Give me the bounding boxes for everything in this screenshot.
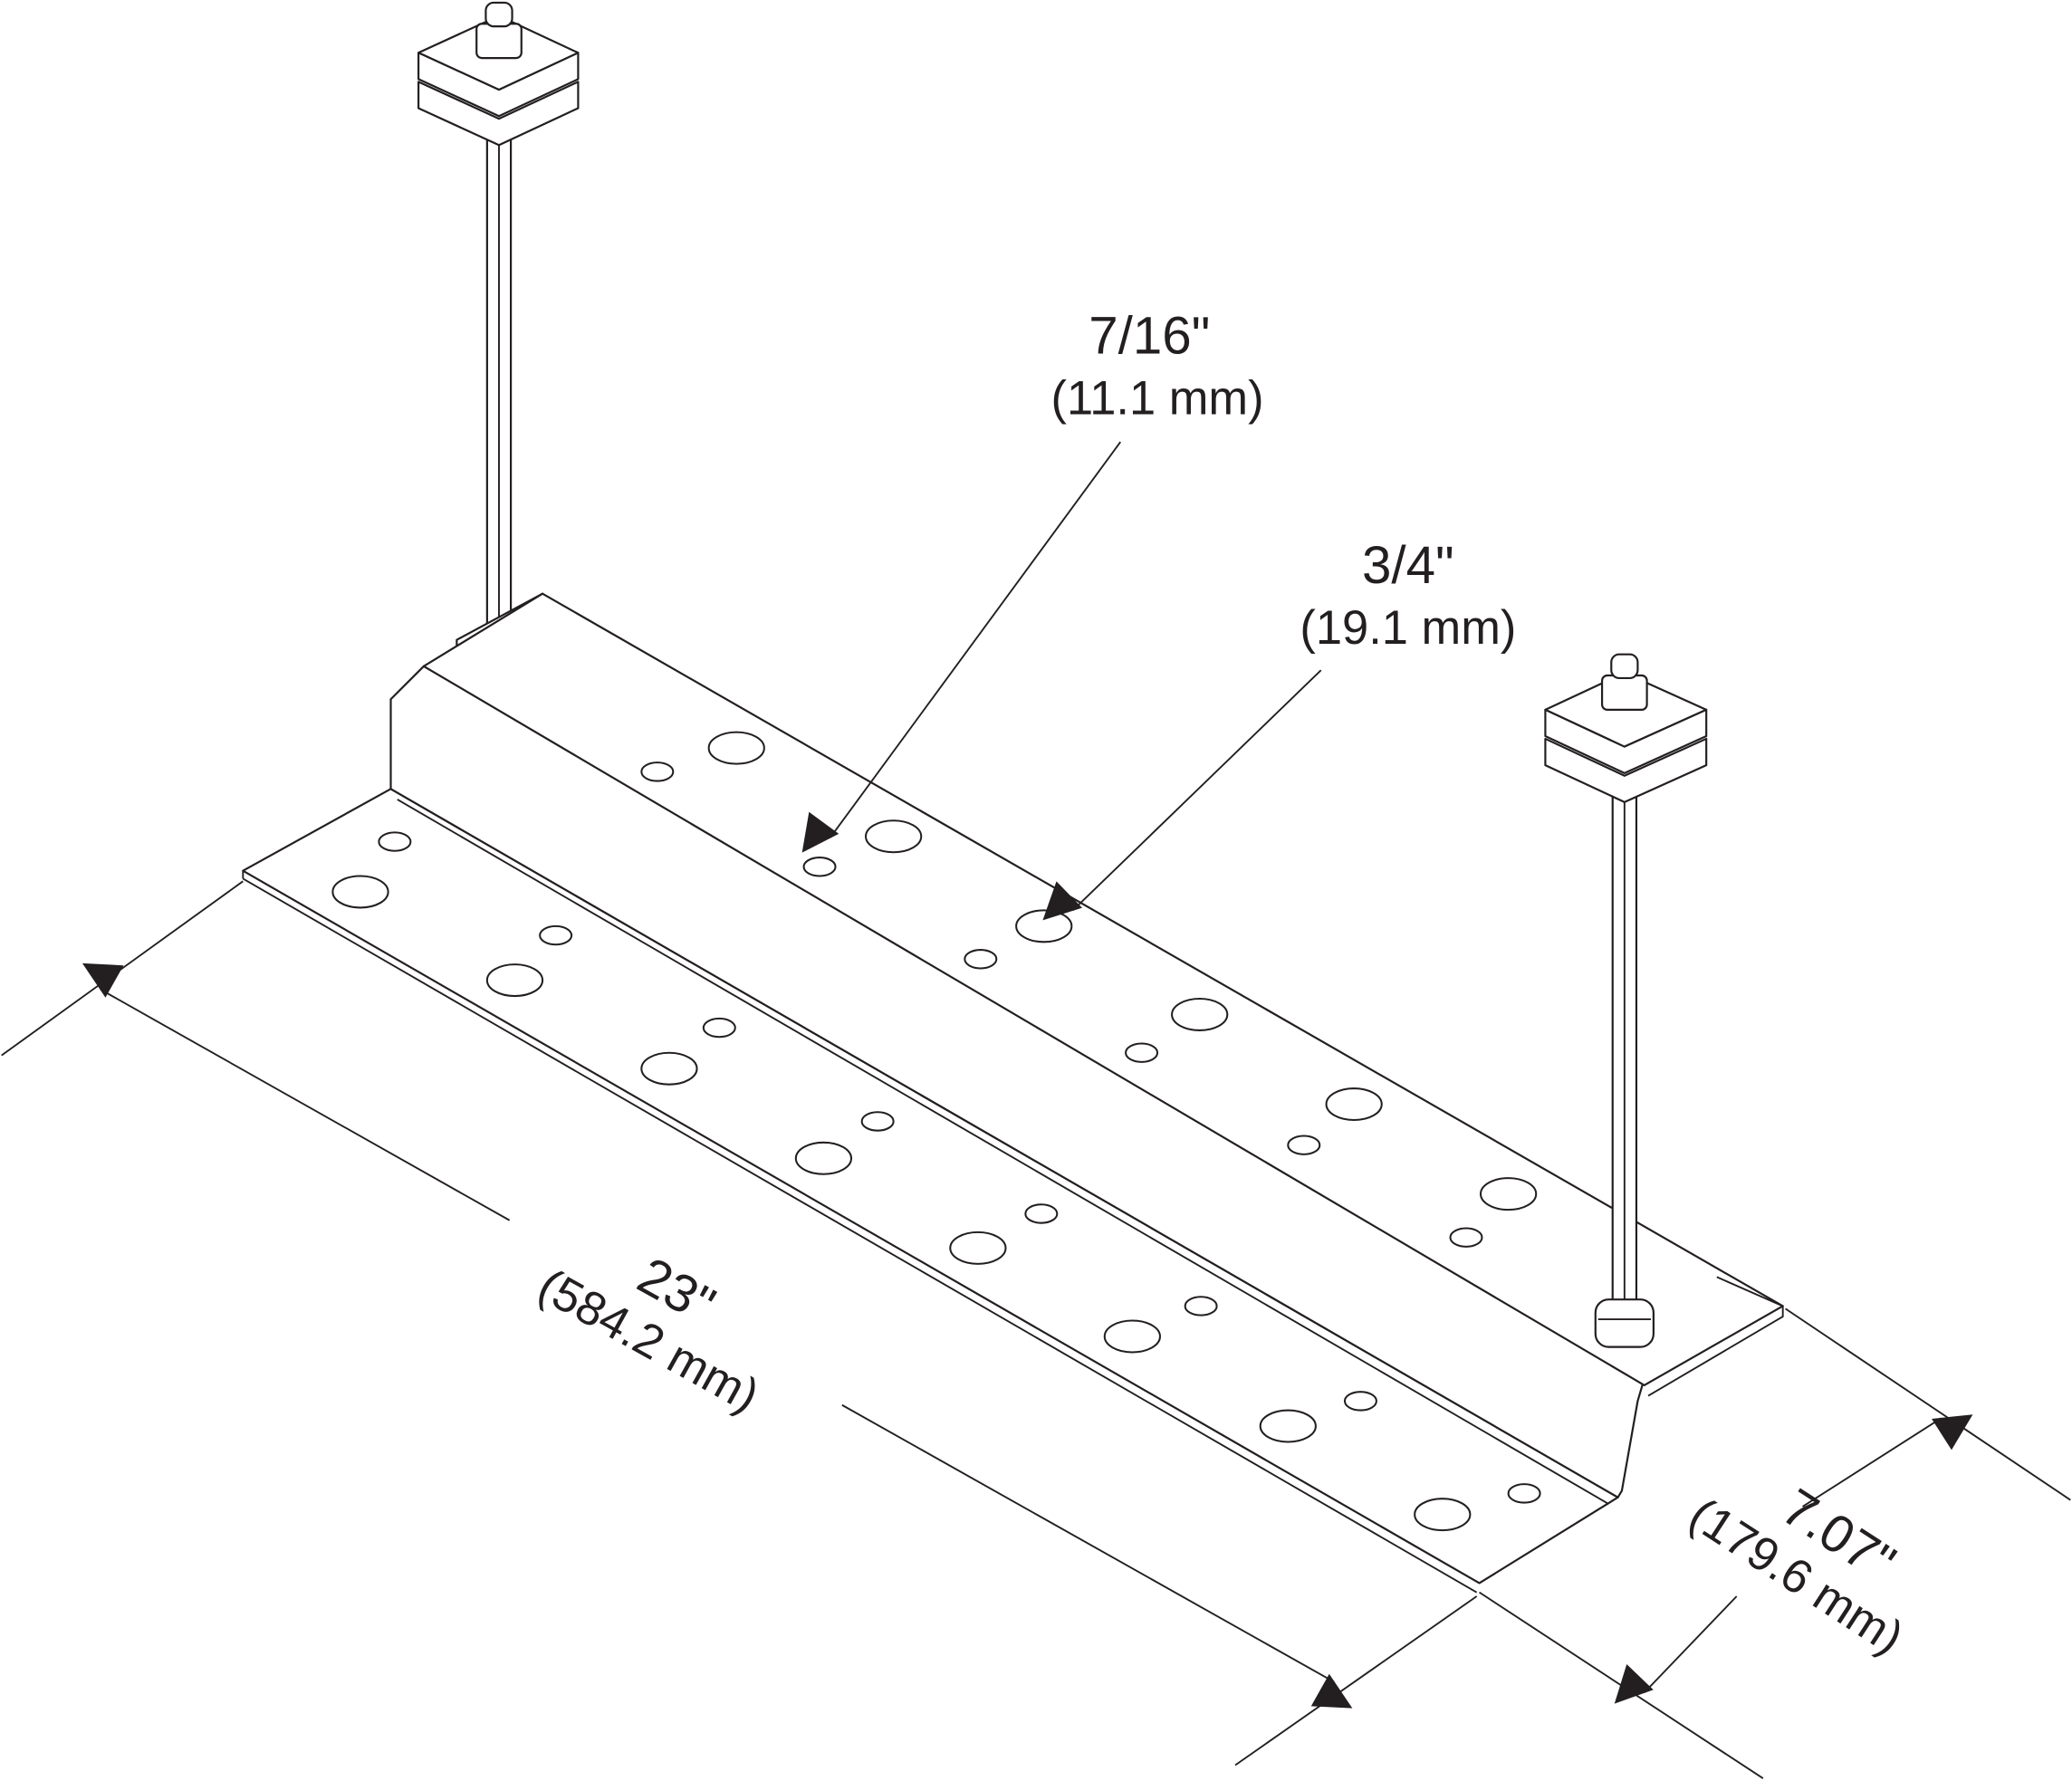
right-threaded-rod (1544, 653, 1708, 1348)
small-hole-callout: 7/16" (11.1 mm) (801, 306, 1264, 853)
large-hole-metric: (19.1 mm) (1300, 602, 1516, 655)
large-hole-callout: 3/4" (19.1 mm) (1042, 536, 1516, 921)
left-threaded-rod (417, 1, 580, 695)
holes (331, 731, 1541, 1532)
large-hole-imperial: 3/4" (1362, 536, 1454, 595)
small-hole-imperial: 7/16" (1089, 306, 1210, 365)
small-hole-metric: (11.1 mm) (1051, 373, 1264, 426)
vertical-web (389, 665, 1645, 1499)
